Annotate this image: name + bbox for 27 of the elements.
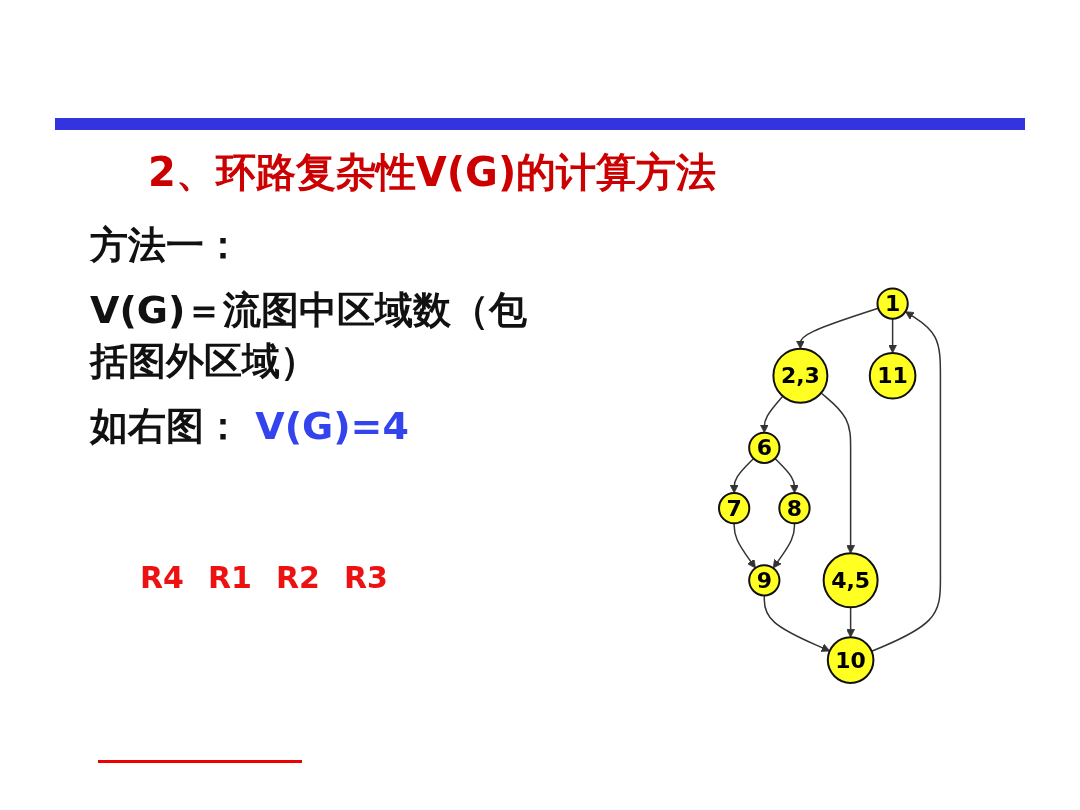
arrow xyxy=(774,457,800,494)
result-formula: V(G)=4 xyxy=(255,404,409,448)
arrow xyxy=(773,522,796,569)
method-heading: 方法一： xyxy=(90,222,243,269)
region-label: R4 xyxy=(140,560,184,595)
region-label: R2 xyxy=(275,560,320,595)
arrow xyxy=(820,392,856,554)
region-label: R3 xyxy=(343,560,388,595)
node-circle: 9 xyxy=(748,564,781,597)
node-circle: 6 xyxy=(748,431,781,464)
arrow xyxy=(763,594,831,652)
arrow xyxy=(888,317,898,354)
node-circle: 10 xyxy=(827,636,875,684)
node-circle: 7 xyxy=(718,492,751,525)
example-text: 如右图： xyxy=(90,404,242,448)
node-circle: 8 xyxy=(778,492,811,525)
slide-title: 2、环路复杂性V(G)的计算方法 xyxy=(148,148,717,197)
arrow xyxy=(730,457,755,494)
node-circle: 2,3 xyxy=(772,347,829,404)
arrow xyxy=(733,522,757,569)
definition-text: V(G)＝流图中区域数（包括图外区域） xyxy=(90,287,529,385)
node-circle: 4,5 xyxy=(822,552,879,609)
node-circle: 11 xyxy=(869,351,917,400)
arrow xyxy=(760,395,784,434)
node-circle: 1 xyxy=(876,287,910,320)
region-label: R1 xyxy=(208,560,252,595)
arrow xyxy=(846,606,856,638)
